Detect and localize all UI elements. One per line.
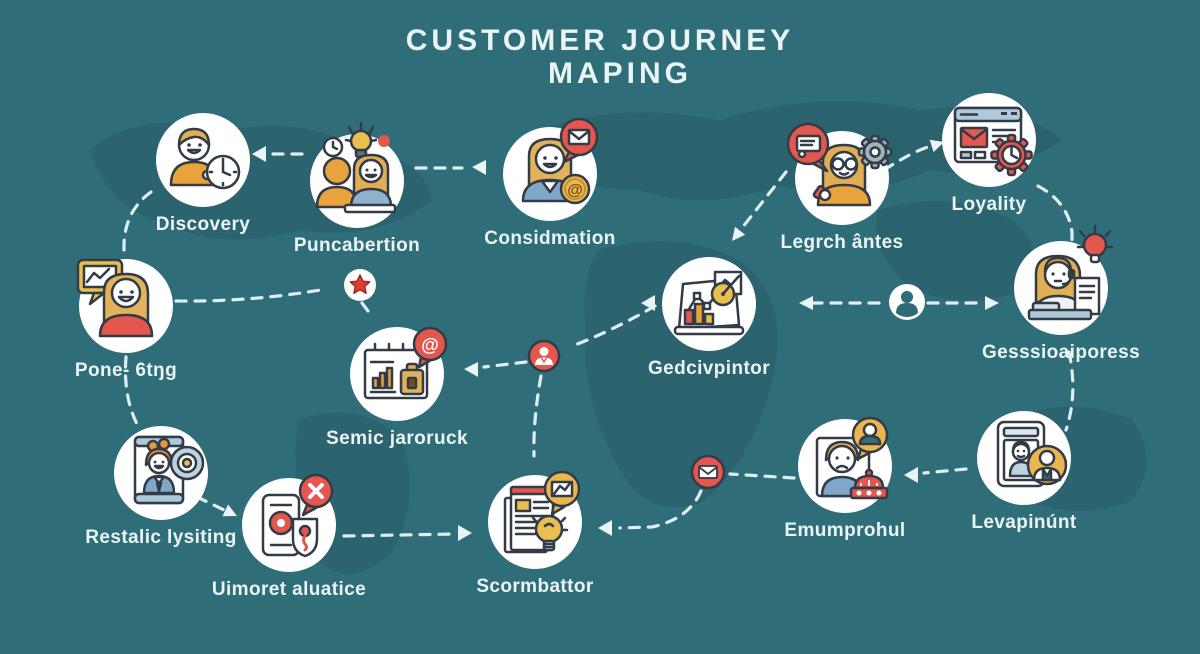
connector — [342, 532, 458, 538]
node-label: Semic jaroruck — [326, 428, 468, 449]
node-label: Discovery — [155, 214, 251, 235]
node-label: Puncabertion — [293, 235, 421, 256]
node-label: Emumprohul — [784, 520, 906, 541]
woman-chart-bubble-icon — [76, 258, 173, 353]
node-label: Levapinúnt — [971, 512, 1077, 533]
star-marker — [342, 267, 378, 308]
browser-mail-gear-clock-icon — [942, 93, 1036, 187]
journey-node-legrch-antes: Legrch ântes — [747, 108, 937, 254]
node-label: Gedcivpintor — [648, 358, 770, 379]
connector — [570, 304, 657, 348]
star-icon — [344, 269, 376, 301]
journey-node-pone-btng: Pone- 6tŋg — [31, 236, 221, 382]
journey-node-restalic-lysiting: Restalic lysiting — [66, 403, 256, 549]
connector — [360, 301, 373, 317]
node-label: Legrch ântes — [780, 232, 904, 253]
journey-node-puncabertion: Puncabertion — [262, 111, 452, 257]
connector — [922, 467, 968, 475]
connector — [1036, 184, 1074, 254]
page-title: CUSTOMER JOURNEY MAPING — [0, 24, 1200, 90]
user-icon — [889, 284, 925, 320]
journey-node-semic-jaroruck: @ Semic jaroruck — [302, 304, 492, 450]
person-clock-icon — [156, 113, 250, 207]
node-label: Uimoret aluatice — [211, 579, 367, 600]
title-line-2: MAPING — [548, 57, 692, 90]
connector — [482, 360, 528, 369]
mail-icon — [690, 454, 726, 490]
connector — [728, 472, 796, 480]
connector — [122, 190, 153, 252]
woman-mail-bubble-at-icon: @ — [503, 117, 599, 221]
connector — [195, 495, 226, 512]
connector — [532, 374, 543, 458]
journey-node-emumprohul: Emumprohul — [750, 396, 940, 542]
node-label: Pone- 6tŋg — [74, 360, 178, 381]
user-icon — [527, 339, 561, 373]
connector — [882, 145, 930, 172]
connector — [1064, 350, 1075, 432]
document-idea-mail-badge-icon — [488, 470, 582, 569]
profile-card-target-icon — [114, 426, 208, 520]
user-marker-red — [526, 338, 562, 379]
title-line-1: CUSTOMER JOURNEY — [405, 24, 795, 57]
journey-node-gesssioaiporess: Gesssioaiporess — [966, 218, 1156, 364]
connector — [123, 355, 139, 426]
node-label: Scormbattor — [476, 576, 594, 597]
node-label: Loyality — [951, 194, 1027, 215]
journey-node-uimoret-aluatice: Uimoret aluatice — [194, 455, 384, 601]
journey-node-loyality: Loyality — [894, 70, 1084, 216]
connector — [740, 170, 788, 230]
journey-node-scormbattor: Scormbattor — [440, 452, 630, 598]
node-label: Considmation — [484, 228, 616, 249]
connector — [174, 287, 328, 303]
journey-node-gedcivpintor: Gedcivpintor — [614, 234, 804, 380]
support-agent-idea-icon — [1014, 224, 1114, 335]
journey-node-considmation: @ Considmation — [455, 104, 645, 250]
analytics-board-gauge-icon — [662, 257, 756, 351]
woman-chat-gear-icon — [786, 122, 893, 225]
node-label: Restalic lysiting — [85, 527, 237, 548]
tablet-user-badge-icon — [977, 411, 1071, 505]
journey-node-levapinunt: Levapinúnt — [929, 388, 1119, 534]
journey-node-discovery: Discovery — [108, 90, 298, 236]
mail-marker-red — [689, 453, 727, 496]
svg-text:@: @ — [421, 335, 439, 355]
node-label: Gesssioaiporess — [981, 342, 1141, 363]
unhappy-user-bubble-icon — [798, 416, 892, 513]
two-people-idea-icon — [310, 121, 404, 228]
calendar-chart-package-at-icon: @ — [350, 326, 448, 421]
connector — [618, 489, 703, 530]
phone-shield-x-bubble-icon — [242, 473, 336, 572]
svg-text:@: @ — [567, 182, 583, 199]
user-marker-white — [887, 282, 927, 327]
